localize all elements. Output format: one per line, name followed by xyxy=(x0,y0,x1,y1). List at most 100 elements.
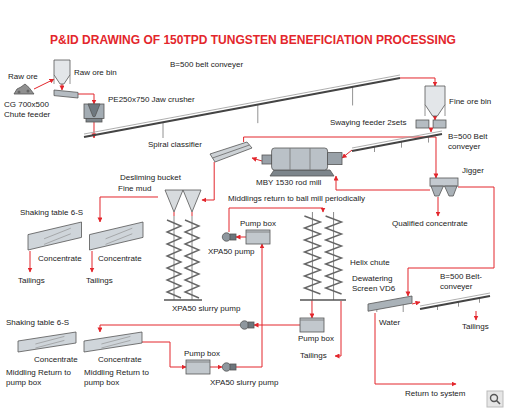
water-return-line xyxy=(375,313,456,384)
pump-box-icon xyxy=(246,230,270,244)
flow-note: Tailings xyxy=(300,351,327,361)
pump-motor xyxy=(230,234,236,240)
pump-box-icon xyxy=(186,360,210,374)
jaw-crusher-icon xyxy=(84,104,104,122)
flow-note: Fine mud xyxy=(118,184,151,194)
table-riffle xyxy=(44,228,71,239)
shaking-table: Shaking table 6-S xyxy=(28,222,143,250)
equipment-label: Desliming bucket xyxy=(120,173,181,183)
pump-box-tank xyxy=(246,230,270,244)
flow-line xyxy=(412,302,420,304)
flow-note: Middling Return to pump box xyxy=(6,368,82,387)
equipment-label: Raw ore xyxy=(8,72,38,82)
belt-leg xyxy=(257,105,258,124)
rod-mill: MBY 1530 rod mill xyxy=(262,146,342,176)
jigger: Jigger xyxy=(430,178,458,196)
classifier-spiral xyxy=(213,145,250,158)
shaking-table-icon xyxy=(18,332,142,352)
pump-motor xyxy=(230,364,236,370)
slurry-pump: XPA50 pump xyxy=(222,232,236,242)
belt xyxy=(84,78,400,137)
equipment-label: Shaking table 6-S xyxy=(6,318,69,328)
ore-bin: Raw ore bin xyxy=(54,60,70,84)
flow-line xyxy=(229,208,323,232)
mill-band xyxy=(310,148,311,170)
flow-note: Tailings xyxy=(18,276,45,286)
table-deck xyxy=(18,332,76,352)
equipment-label: Pump box xyxy=(184,349,220,359)
ore-pile xyxy=(14,84,34,94)
pump-box: Pump box xyxy=(300,318,324,332)
belt-edge xyxy=(420,293,490,306)
equipment-label: PE250x750 Jaw crusher xyxy=(108,95,195,105)
belt-edge xyxy=(352,131,442,148)
zoom-lens xyxy=(491,395,498,402)
flow-line xyxy=(244,137,436,178)
desliming-bucket-icon xyxy=(158,190,202,212)
belt-conveyer-icon xyxy=(352,132,442,152)
mill-base xyxy=(270,170,334,176)
equipment-label: MBY 1530 rod mill xyxy=(256,178,321,188)
belt-leg xyxy=(163,122,164,138)
slurry-pump: XPA50 slurry pump xyxy=(222,362,236,372)
table-deck xyxy=(90,222,144,250)
helix-base xyxy=(164,299,202,301)
tailings-arrow xyxy=(476,311,477,320)
equipment-label: Swaying feeder 2sets xyxy=(330,118,407,128)
pump-box-rim xyxy=(246,232,270,233)
flow-note: Water xyxy=(379,318,400,328)
table-riffle xyxy=(101,336,130,344)
helix-spiral xyxy=(326,216,342,294)
feeder-unit xyxy=(416,120,429,128)
belt-conveyer: B=500 Belt-conveyer xyxy=(420,294,490,310)
belt-leg xyxy=(352,87,353,106)
pump-casing xyxy=(222,363,230,371)
flow-note: Qualified concentrate xyxy=(392,219,468,229)
equipment-label: B=500 belt conveyer xyxy=(170,60,243,70)
crusher-base xyxy=(86,118,102,122)
belt-conveyer-icon xyxy=(420,294,490,310)
crusher-body xyxy=(84,104,104,118)
belt xyxy=(352,134,442,151)
pump-box: Pump box xyxy=(246,230,270,244)
equipment-label: B=500 Belt-conveyer xyxy=(440,272,500,291)
swaying-feeder: Swaying feeder 2sets xyxy=(416,120,446,128)
flow-line xyxy=(100,325,240,332)
zoom-handle xyxy=(497,401,501,405)
belt-conveyer: B=500 Belt conveyer xyxy=(352,132,442,152)
flow-note: Concentrate xyxy=(34,355,78,365)
pump-box: Pump box xyxy=(186,360,210,374)
spiral-classifier: Spiral classifier xyxy=(210,142,252,162)
equipment-label: Pump box xyxy=(240,219,276,229)
ore-bin-icon xyxy=(425,86,445,116)
flow-line xyxy=(78,94,94,104)
flow-line xyxy=(202,162,214,200)
equipment-label: Helix chute xyxy=(350,258,390,268)
feeder-unit xyxy=(433,120,446,128)
flow-line xyxy=(336,176,430,190)
belt-conveyer-icon xyxy=(84,76,400,138)
equipment-label: CG 700x500 Chute feeder xyxy=(4,100,52,119)
equipment-label: Raw ore bin xyxy=(74,68,117,78)
shaking-table: Shaking table 6-S xyxy=(18,332,142,352)
flow-line xyxy=(210,367,222,368)
bin-body xyxy=(425,86,445,116)
helix-chute-icon xyxy=(300,212,346,300)
flow-note: Concentrate xyxy=(98,355,142,365)
flow-line xyxy=(252,158,262,161)
mill-trunnion xyxy=(262,155,272,164)
diagram-title: P&ID DRAWING OF 150TPD TUNGSTEN BENEFICI… xyxy=(50,33,456,47)
desliming-cone xyxy=(165,190,183,212)
pump-box-rim xyxy=(186,362,210,363)
jigger-icon xyxy=(430,178,458,196)
spiral-classifier-icon xyxy=(210,142,252,162)
zoom-icon xyxy=(487,391,503,407)
swaying-feeder-icon xyxy=(416,120,446,128)
helix-spiral xyxy=(167,220,181,298)
desliming-cone xyxy=(183,190,201,212)
flow-note: Middling Return to pump box xyxy=(84,368,160,387)
mill-gear xyxy=(328,153,342,165)
equipment-label: Pump box xyxy=(298,334,334,344)
dewatering-screen: Dewatering Screen VD6 xyxy=(368,296,412,312)
